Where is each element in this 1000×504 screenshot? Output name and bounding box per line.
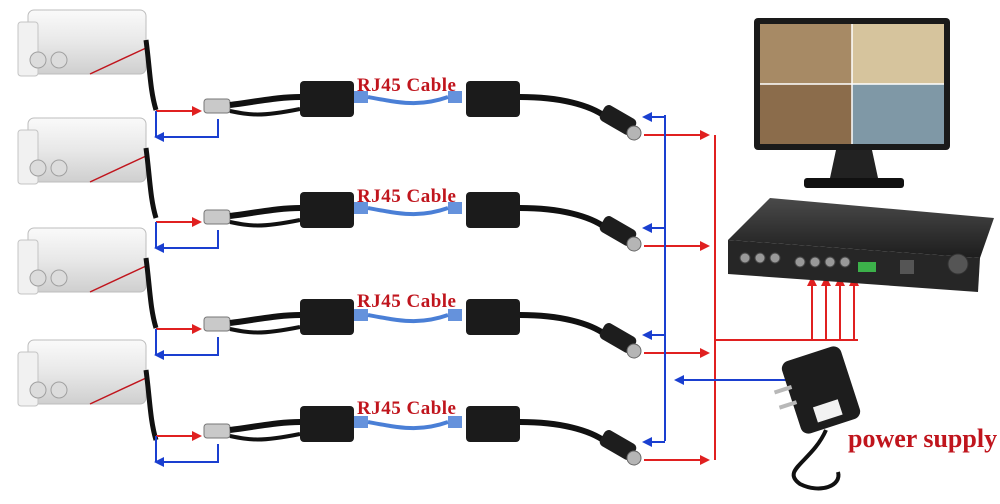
rj45-cable-label-1: RJ45 Cable <box>357 75 457 96</box>
rj45-cable <box>367 313 449 324</box>
coax-cable <box>229 312 301 326</box>
rj45-plug-right <box>448 309 462 321</box>
channel-row-2 <box>154 192 710 253</box>
rj45-plug-right <box>448 91 462 103</box>
output-bnc <box>599 105 637 135</box>
right-balun <box>466 406 520 442</box>
output-bnc <box>599 216 637 246</box>
rj45-plug-left <box>354 309 368 321</box>
bullet-camera-3 <box>17 227 159 329</box>
channel-row-3 <box>154 299 710 360</box>
right-balun <box>466 192 520 228</box>
bus-lines <box>664 115 859 460</box>
output-bnc-tip <box>626 343 642 359</box>
power-lead <box>229 432 301 442</box>
rj45-plug-right <box>448 416 462 428</box>
rj45-cable-label-3: RJ45 Cable <box>357 291 457 312</box>
output-cable <box>519 419 608 445</box>
output-bnc-tip <box>626 125 642 141</box>
rj45-cable <box>367 420 449 431</box>
power-lead <box>229 325 301 335</box>
power-lead <box>229 107 301 117</box>
power-lead <box>229 218 301 228</box>
bnc-connector <box>203 423 231 439</box>
output-bnc <box>599 323 637 353</box>
coax-cable <box>229 94 301 108</box>
power-adapter-icon <box>773 346 861 491</box>
bullet-camera-2 <box>17 117 159 219</box>
power-supply-label: power supply <box>848 424 998 453</box>
camera-power-link <box>154 119 219 142</box>
output-cable <box>519 94 608 120</box>
monitor-icon <box>754 18 950 188</box>
rj45-cable <box>367 206 449 217</box>
coax-cable <box>229 205 301 219</box>
rj45-plug-left <box>354 202 368 214</box>
right-balun <box>466 81 520 117</box>
left-balun <box>300 192 354 228</box>
camera-group <box>17 9 159 441</box>
output-cable <box>519 312 608 338</box>
bullet-camera-4 <box>17 339 159 441</box>
output-cable <box>519 205 608 231</box>
rj45-plug-left <box>354 416 368 428</box>
channel-rows <box>154 81 710 467</box>
rj45-cable-label-4: RJ45 Cable <box>357 398 457 419</box>
output-bnc-tip <box>626 450 642 466</box>
camera-power-link <box>154 230 219 253</box>
channel-row-1 <box>154 81 710 142</box>
camera-power-link <box>154 337 219 360</box>
output-bnc <box>599 430 637 460</box>
left-balun <box>300 81 354 117</box>
coax-cable <box>229 419 301 433</box>
left-balun <box>300 299 354 335</box>
right-balun <box>466 299 520 335</box>
bnc-connector <box>203 316 231 332</box>
dvr-icon <box>728 198 994 292</box>
rj45-plug-right <box>448 202 462 214</box>
channel-row-4 <box>154 406 710 467</box>
bnc-connector <box>203 98 231 114</box>
bullet-camera-1 <box>17 9 159 111</box>
rj45-cable <box>367 95 449 106</box>
camera-power-link <box>154 444 219 467</box>
output-bnc-tip <box>626 236 642 252</box>
rj45-plug-left <box>354 91 368 103</box>
rj45-cable-label-2: RJ45 Cable <box>357 186 457 207</box>
left-balun <box>300 406 354 442</box>
bnc-connector <box>203 209 231 225</box>
